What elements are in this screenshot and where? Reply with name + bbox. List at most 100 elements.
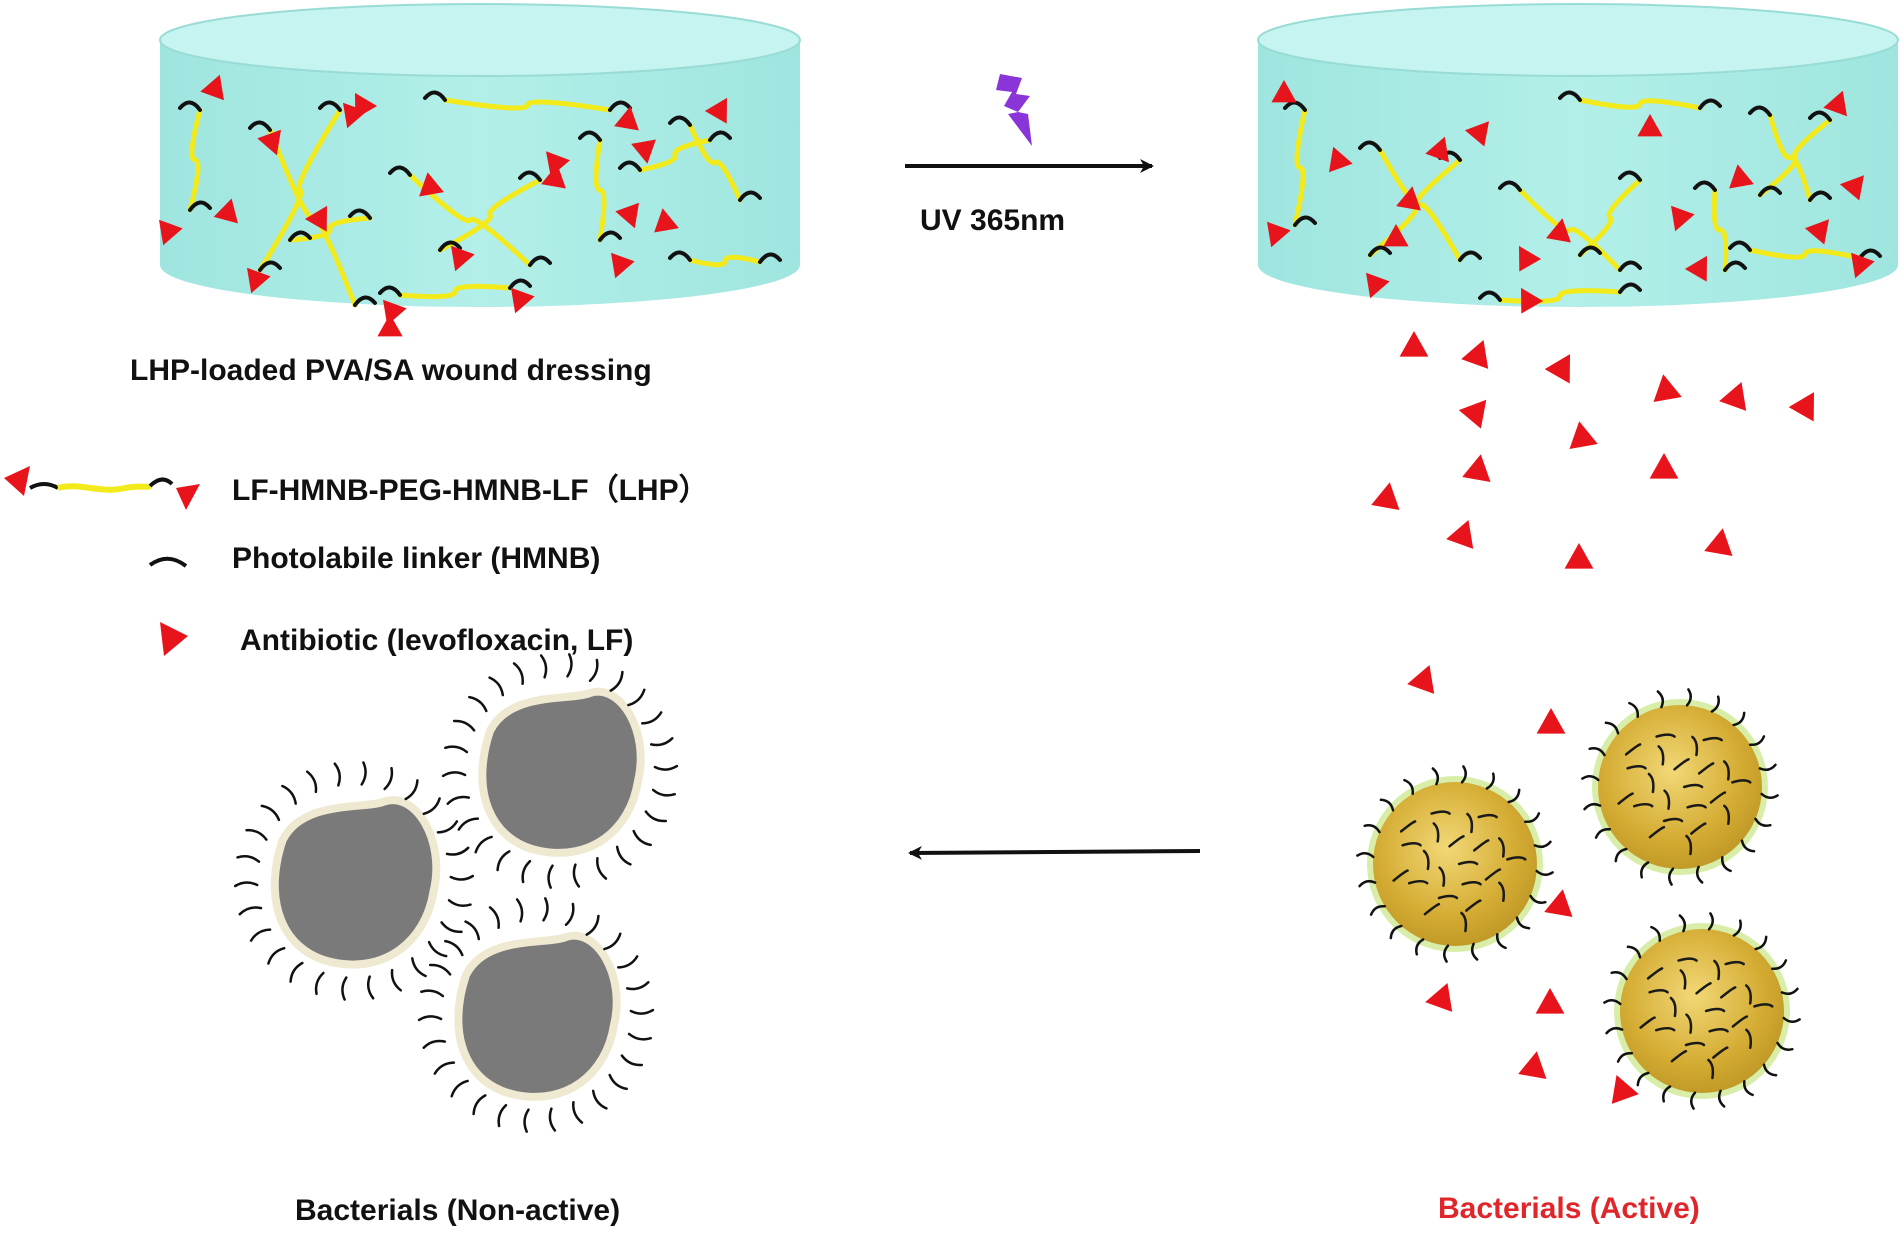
red-triangle-icon	[1329, 146, 1353, 173]
red-triangle-icon	[631, 139, 656, 164]
flagellum	[427, 940, 448, 958]
red-triangle-icon	[1611, 1075, 1639, 1104]
flagellum	[1603, 999, 1622, 1006]
surface-marker	[1677, 957, 1698, 962]
red-triangle-icon	[1544, 354, 1570, 384]
surface-marker	[1430, 810, 1451, 815]
flagellum	[609, 670, 624, 692]
red-triangle-icon	[1564, 543, 1594, 569]
flagellum	[433, 1061, 456, 1075]
red-triangle-icon	[1271, 80, 1297, 103]
surface-marker	[1707, 1058, 1715, 1080]
flagellum	[1717, 1089, 1726, 1108]
flagellum	[1389, 924, 1403, 940]
red-triangle-icon	[1544, 889, 1573, 917]
flagellum	[1485, 772, 1495, 790]
black-curve-icon	[1478, 290, 1502, 302]
flagellum	[1588, 747, 1606, 757]
flagellum	[420, 989, 445, 998]
flagellum	[1776, 1041, 1794, 1051]
black-curve-icon	[528, 255, 552, 267]
red-triangle-icon	[1383, 224, 1409, 247]
cell-body	[454, 931, 621, 1101]
black-curve-icon	[1858, 248, 1882, 260]
flagellum	[1363, 824, 1381, 834]
surface-marker	[1679, 969, 1687, 990]
black-curve-icon	[188, 200, 212, 212]
flagellum	[233, 881, 259, 888]
inactive-bacterium	[441, 653, 679, 889]
peg-chain	[57, 483, 153, 493]
flagellum	[596, 857, 608, 880]
flagellum	[632, 829, 652, 847]
red-triangle-icon	[1464, 121, 1489, 147]
black-curve-icon	[1748, 105, 1772, 117]
flagellum	[1470, 942, 1479, 961]
flagellum	[625, 981, 650, 991]
surface-marker	[1506, 856, 1527, 861]
surface-marker	[1685, 1013, 1693, 1034]
flagellum	[615, 845, 632, 866]
black-curve-icon	[258, 260, 282, 272]
flagellum	[390, 968, 403, 992]
flagellum	[620, 1054, 644, 1067]
red-triangle-icon	[200, 74, 224, 101]
inactive-bacterium	[233, 761, 475, 1001]
black-curve-icon	[1498, 180, 1522, 192]
red-triangle-icon	[377, 314, 403, 337]
flagellum	[1656, 690, 1665, 709]
lhp-network-intact	[159, 74, 782, 337]
flagellum	[366, 975, 375, 1000]
flagellum	[452, 719, 476, 732]
black-curve-icon	[508, 278, 532, 290]
flagellum	[444, 745, 469, 754]
black-curve-icon	[29, 482, 59, 490]
red-triangle-icon	[419, 172, 444, 197]
black-curve-icon	[598, 230, 622, 242]
black-curve-icon	[608, 100, 632, 112]
surface-marker	[1731, 1015, 1749, 1028]
black-curve-icon	[1358, 140, 1382, 152]
cell-body	[1373, 782, 1537, 946]
surface-marker	[1624, 743, 1642, 756]
flagellum	[629, 1008, 655, 1015]
peg-chain	[593, 137, 607, 243]
black-curve-icon	[668, 250, 692, 262]
flagellum	[1460, 765, 1467, 784]
flagellum	[548, 1107, 557, 1132]
flagellum	[1742, 1079, 1754, 1097]
red-triangle-icon	[704, 97, 727, 124]
red-triangle-icon	[1671, 205, 1695, 232]
flagellum	[1594, 827, 1612, 839]
flagellum	[1583, 802, 1602, 811]
surface-marker	[1639, 1016, 1656, 1029]
red-triangle-icon	[4, 466, 30, 496]
surface-marker	[1461, 881, 1482, 886]
surface-marker	[1719, 986, 1737, 999]
peg-chain	[687, 122, 743, 203]
flagellum	[450, 1079, 469, 1098]
hydrogel-dressing-cleaved	[1257, 3, 1899, 314]
peg-chain	[1292, 107, 1308, 228]
flagellum	[1515, 916, 1531, 930]
bacteria-nonactive-label: Bacterials (Non-active)	[295, 1194, 620, 1227]
red-triangle-icon	[1788, 392, 1814, 422]
black-curve-icon	[1283, 100, 1307, 112]
flagellum	[249, 928, 272, 942]
surface-marker	[1654, 1026, 1676, 1032]
peg-chain	[637, 137, 713, 173]
bacteria-nonactive	[233, 653, 679, 1133]
flagellum	[444, 939, 464, 957]
surface-marker	[1697, 762, 1715, 775]
black-curve-icon	[1808, 110, 1832, 122]
red-triangle-icon	[1536, 708, 1566, 734]
inactive-bacterium	[417, 897, 655, 1133]
flagellum	[305, 770, 318, 794]
black-curve-icon	[1293, 215, 1317, 227]
red-triangle-icon	[1425, 983, 1453, 1012]
red-triangle-icon	[1462, 454, 1491, 482]
flagellum	[1740, 839, 1756, 853]
red-triangle-icon	[654, 208, 679, 233]
black-curve-icon	[1368, 245, 1392, 257]
black-curve-icon	[353, 295, 377, 307]
